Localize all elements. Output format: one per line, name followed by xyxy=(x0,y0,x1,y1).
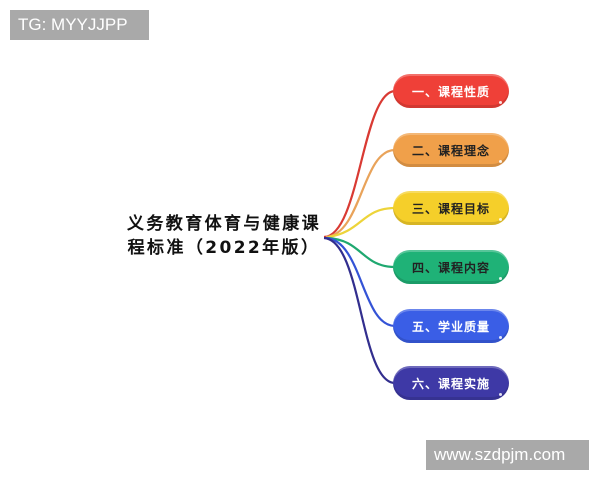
branch-node-course-implementation[interactable]: 六、课程实施 xyxy=(393,366,509,400)
connector-2 xyxy=(325,148,396,239)
connector-1 xyxy=(323,89,396,239)
branch-node-course-content[interactable]: 四、课程内容 xyxy=(393,250,509,284)
root-title-line-2: 程标准（2022年版） xyxy=(127,238,321,258)
branch-node-academic-quality[interactable]: 五、学业质量 xyxy=(393,309,509,343)
watermark-bottom: www.szdpjm.com xyxy=(426,440,589,470)
branch-label: 二、课程理念 xyxy=(411,143,490,158)
branch-node-course-nature[interactable]: 一、课程性质 xyxy=(393,74,509,108)
branch-label: 一、课程性质 xyxy=(411,84,490,99)
branch-node-course-philosophy[interactable]: 二、课程理念 xyxy=(393,133,509,167)
watermark-top: TG: MYYJJPP xyxy=(10,10,149,40)
highlight-dot xyxy=(499,218,502,221)
highlight-dot xyxy=(499,336,502,339)
branch-label: 三、课程目标 xyxy=(411,201,490,216)
highlight-dot xyxy=(499,393,502,396)
branch-label: 四、课程内容 xyxy=(411,260,490,275)
connector-6 xyxy=(323,236,396,385)
root-title-line-1: 义务教育体育与健康课 xyxy=(127,214,321,234)
highlight-dot xyxy=(499,101,502,104)
highlight-dot xyxy=(499,277,502,280)
branch-label: 五、学业质量 xyxy=(411,319,490,334)
connector-4 xyxy=(327,236,396,269)
connector-5 xyxy=(325,236,396,328)
root-node-title: 义务教育体育与健康课 程标准（2022年版） xyxy=(108,212,340,260)
highlight-dot xyxy=(499,160,502,163)
branch-label: 六、课程实施 xyxy=(411,376,490,391)
connector-3 xyxy=(327,206,396,239)
branch-node-course-goals[interactable]: 三、课程目标 xyxy=(393,191,509,225)
